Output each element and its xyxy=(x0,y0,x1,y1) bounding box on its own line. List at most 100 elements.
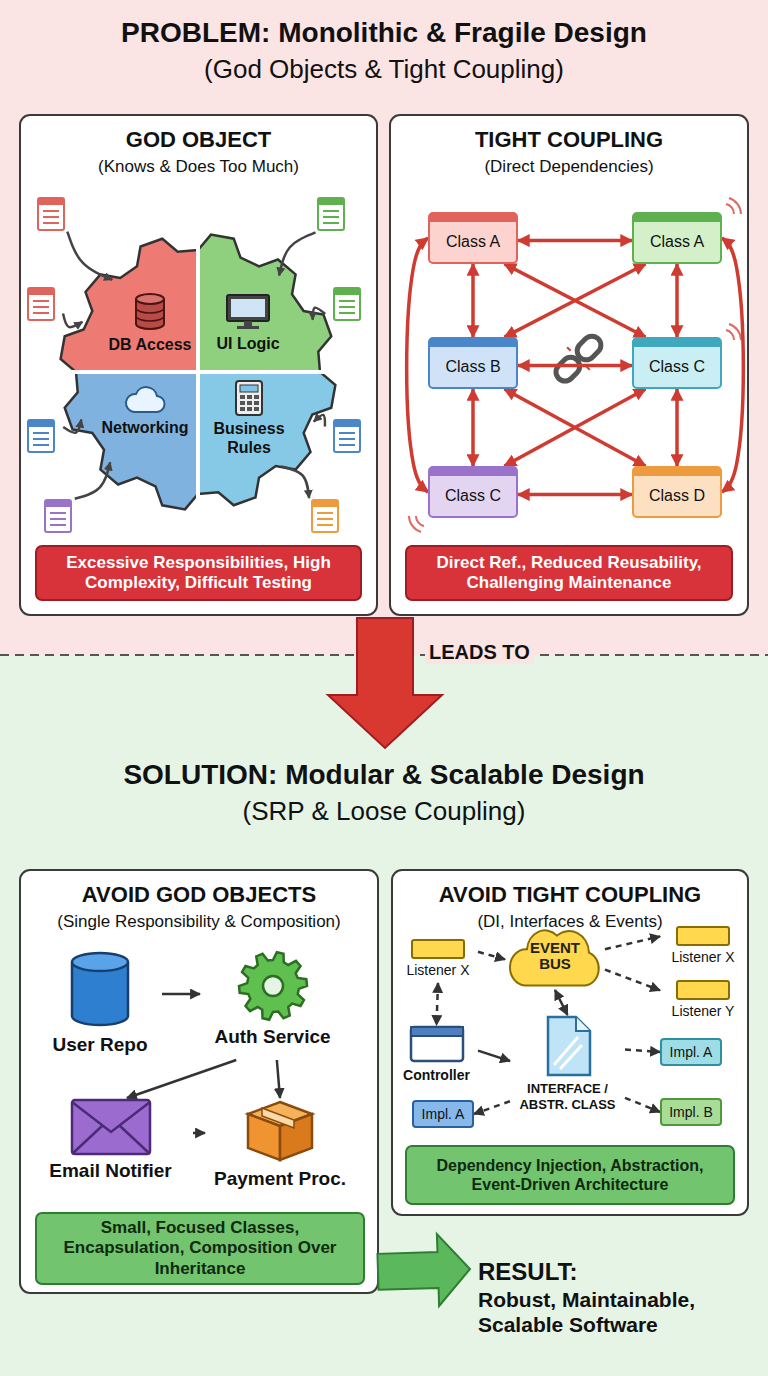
panel-ground xyxy=(392,870,748,1215)
dependency-arrow xyxy=(127,1060,236,1098)
section-band: SOLUTION: Modular & Scalable Design(SRP … xyxy=(0,655,768,1376)
dependency-arrow xyxy=(625,1050,660,1053)
coupling-arrow xyxy=(675,264,679,337)
vibration-marks xyxy=(409,198,741,532)
coupling-arrow xyxy=(722,238,743,492)
coupling-arrow xyxy=(505,389,646,466)
node-label: TIGHT COUPLING xyxy=(475,127,663,153)
node-label: Class C xyxy=(649,357,705,376)
summary-bar: Small, Focused Classes, Encapsulation, C… xyxy=(35,1212,365,1285)
icon xyxy=(544,1015,592,1077)
node-label: Listener X xyxy=(406,962,469,979)
class-file-icon xyxy=(45,462,110,532)
coupling-arrow xyxy=(407,238,428,492)
gear-quadrant xyxy=(61,372,198,509)
class-file-icon xyxy=(281,466,338,532)
gear-segment: Business Rules xyxy=(203,380,295,457)
listener-box: Listener Y xyxy=(660,976,746,1024)
dependency-arrow xyxy=(193,1132,205,1135)
component-icon-box: Email Notifier xyxy=(28,1098,193,1198)
coupling-arrow xyxy=(505,264,646,337)
panel-box: TIGHT COUPLING (Direct Dependencies) Class… xyxy=(390,115,748,615)
dependency-arrow xyxy=(555,990,568,1015)
node-label: Class D xyxy=(649,486,705,505)
class-file-icon xyxy=(38,198,112,280)
node-label: Impl. A xyxy=(422,1106,465,1123)
dependency-arrow xyxy=(437,983,439,1025)
component-icon-box: Auth Service xyxy=(200,950,345,1060)
panel-ground xyxy=(390,115,748,615)
result-box: RESULT:Robust, Maintainable, Scalable So… xyxy=(470,1250,762,1345)
node-label: GOD OBJECT xyxy=(126,127,271,153)
panel-shapes xyxy=(20,115,748,1293)
icon xyxy=(676,926,730,949)
node-label: Dependency Injection, Abstraction, Event… xyxy=(417,1156,723,1194)
listener-box: Listener X xyxy=(398,935,478,983)
class-file-icon xyxy=(28,288,82,327)
component-icon-box: Controller xyxy=(395,1025,478,1089)
node-subtitle: (God Objects & Tight Coupling) xyxy=(204,54,564,85)
node-label: Auth Service xyxy=(214,1026,330,1049)
node-label: Small, Focused Classes, Encapsulation, C… xyxy=(47,1218,353,1279)
panel-box: AVOID GOD OBJECTS(Single Responsibility … xyxy=(20,870,378,1293)
class-file-icon xyxy=(313,288,360,320)
node-label: Networking xyxy=(101,418,188,437)
listener-box: Listener X xyxy=(660,922,746,970)
dependency-arrow xyxy=(314,415,325,427)
coupling-arrow xyxy=(471,264,475,337)
class-file-icon xyxy=(314,415,360,452)
node-label: RESULT: xyxy=(478,1258,578,1287)
dependency-arrow xyxy=(313,308,326,320)
dependency-arrow xyxy=(63,420,81,433)
node-label: UI Logic xyxy=(216,334,279,353)
gear-segment: UI Logic xyxy=(203,282,293,364)
dependency-arrow xyxy=(67,232,112,280)
event-bus-cloud: EVENT BUS xyxy=(505,922,605,990)
dependency-arrow xyxy=(281,466,309,498)
node-label: Direct Ref., Reduced Reusability, Challe… xyxy=(417,553,721,594)
dependency-arrow xyxy=(474,1101,510,1114)
icon xyxy=(409,1025,465,1063)
gear-quadrant xyxy=(198,235,335,372)
class-box: Class D xyxy=(632,466,722,518)
icon xyxy=(70,1098,152,1156)
dependency-arrow xyxy=(478,952,505,960)
result-arrow xyxy=(377,1234,470,1306)
problem-ground xyxy=(0,0,768,655)
node-label: Payment Proc. xyxy=(214,1168,346,1191)
gear-quadrant xyxy=(198,372,335,509)
class-file-icon xyxy=(279,198,344,276)
dependency-arrow xyxy=(605,936,660,949)
panel-ground xyxy=(20,115,377,615)
icon xyxy=(122,385,168,415)
node-label: Business Rules xyxy=(203,419,295,457)
implementation-box: Impl. A xyxy=(660,1038,722,1066)
gear-quadrant xyxy=(61,235,198,372)
node-label: Class B xyxy=(445,357,500,376)
implementation-box: Impl. B xyxy=(660,1098,722,1126)
coupling-arrow xyxy=(675,389,679,466)
component-icon-box: Payment Proc. xyxy=(205,1098,355,1198)
node-label: Impl. A xyxy=(670,1044,713,1061)
node-subtitle: (Knows & Does Too Much) xyxy=(98,157,299,177)
icon xyxy=(133,292,167,332)
summary-bar: Excessive Responsibilities, High Complex… xyxy=(35,545,362,601)
gear-segment: Networking xyxy=(95,385,195,437)
node-label: Class A xyxy=(650,232,704,251)
dependency-arrow xyxy=(478,1051,510,1061)
node-label: Controller xyxy=(403,1067,470,1084)
solution-ground xyxy=(0,655,768,1376)
node-label: Impl. B xyxy=(669,1104,713,1121)
arrow-label: LEADS TO xyxy=(425,640,534,664)
summary-bar: Dependency Injection, Abstraction, Event… xyxy=(405,1145,735,1205)
panel-ground xyxy=(20,870,378,1293)
node-label: Listener Y xyxy=(672,1003,735,1020)
node-subtitle: (Direct Dependencies) xyxy=(484,157,653,177)
node-subtitle: Robust, Maintainable, Scalable Software xyxy=(478,1287,762,1337)
class-box: Class A xyxy=(428,212,518,264)
dependency-arrow xyxy=(625,1098,660,1112)
coupling-arrow xyxy=(471,389,475,466)
implementation-box: Impl. A xyxy=(412,1100,474,1128)
node-subtitle: (SRP & Loose Coupling) xyxy=(243,796,526,827)
dependency-arrow xyxy=(277,1060,280,1098)
